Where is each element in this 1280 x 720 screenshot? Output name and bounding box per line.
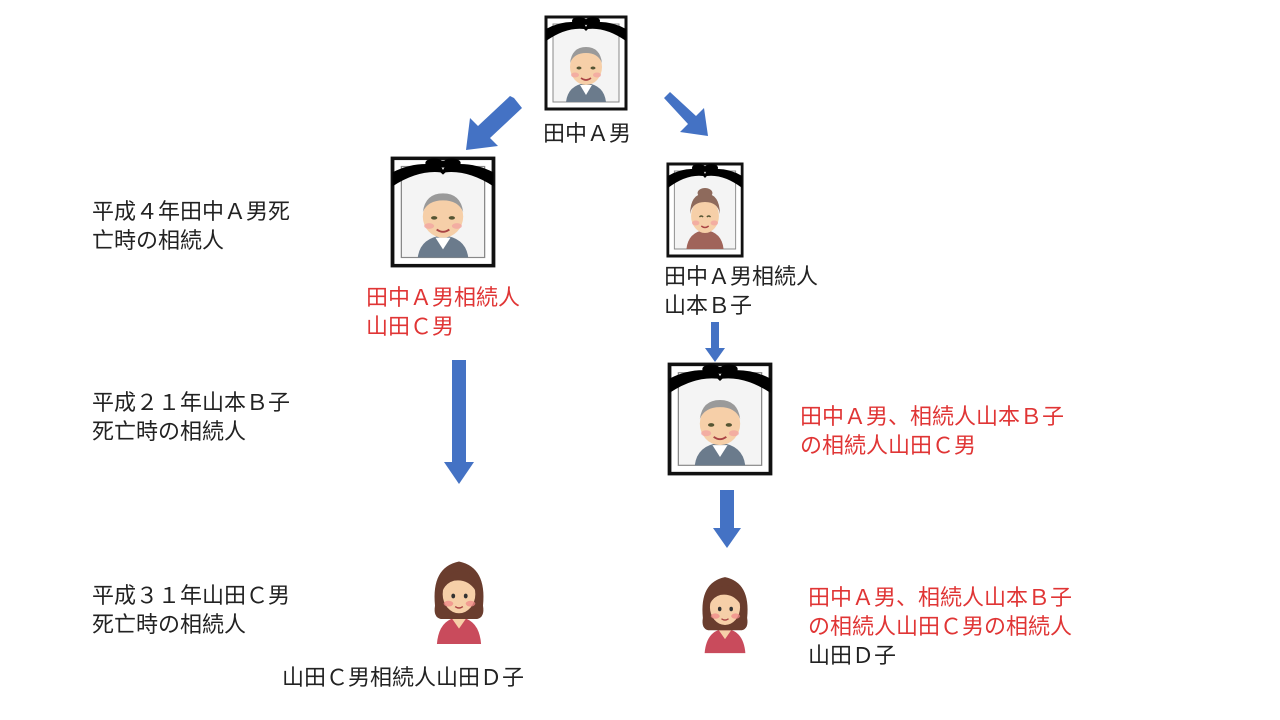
left-heir-line2: 山田Ｃ男 (366, 315, 455, 340)
arrow-root-to-right (664, 92, 708, 136)
right-second-line2: の相続人山田Ｃ男 (800, 434, 977, 459)
row-label-3-line1: 平成３１年山田Ｃ男 (92, 584, 291, 609)
right-mid-memorial-portrait-icon (667, 362, 773, 476)
right-woman-icon (694, 562, 756, 656)
row-label-2-line1: 平成２１年山本Ｂ子 (92, 391, 291, 416)
right-third-line3: 山田Ｄ子 (808, 644, 897, 669)
row-label-1-line2: 亡時の相続人 (92, 229, 225, 254)
arrow-right-down-1 (705, 322, 725, 362)
right-top-memorial-portrait-icon (666, 162, 744, 258)
root-memorial-portrait-icon (544, 14, 628, 112)
left-woman-icon (424, 548, 494, 644)
right-heir-line2: 山本Ｂ子 (664, 294, 753, 319)
right-second-line1: 田中Ａ男、相続人山本Ｂ子 (800, 405, 1065, 430)
arrow-left-down (444, 360, 474, 484)
row-label-3-line2: 死亡時の相続人 (92, 613, 247, 638)
right-heir-line1: 田中Ａ男相続人 (664, 265, 819, 290)
left-heir-line1: 田中Ａ男相続人 (366, 286, 521, 311)
left-memorial-portrait-icon (390, 156, 496, 268)
right-third-line1: 田中Ａ男、相続人山本Ｂ子 (808, 586, 1073, 611)
arrow-root-to-left (466, 96, 522, 150)
row-label-1-line1: 平成４年田中Ａ男死 (92, 200, 291, 225)
row-label-2-line2: 死亡時の相続人 (92, 420, 247, 445)
root-name: 田中Ａ男 (543, 122, 632, 147)
arrow-right-down-2 (713, 490, 741, 548)
right-third-line2: の相続人山田Ｃ男の相続人 (808, 615, 1073, 640)
left-final-heir: 山田Ｃ男相続人山田Ｄ子 (282, 666, 525, 691)
